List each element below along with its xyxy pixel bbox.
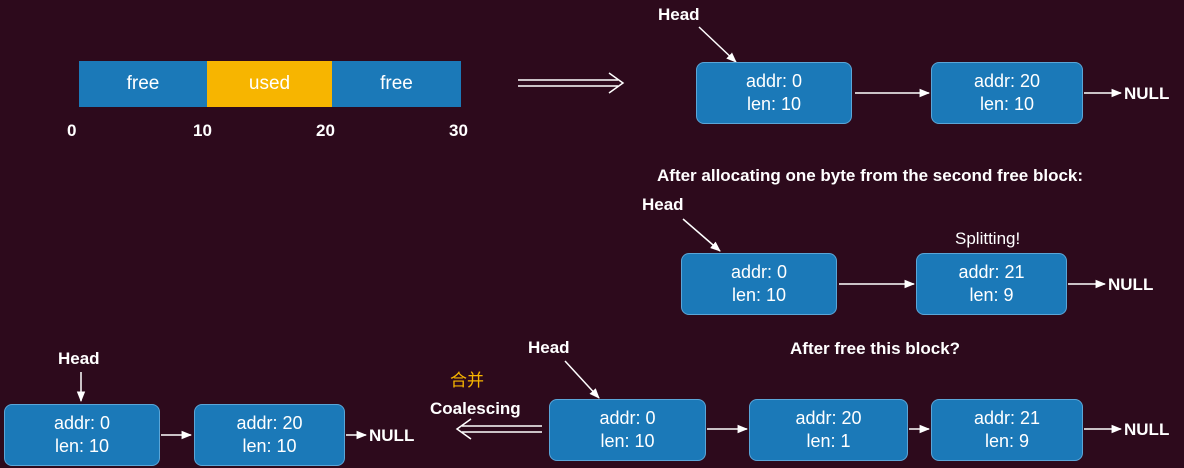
node-len: len: 10 [746,94,802,114]
node-len: len: 1 [806,431,851,451]
section3-node-1: addr: 0 len: 10 [549,399,706,461]
node-addr: addr: 0 [745,71,803,91]
coalescing-arrow [455,418,542,440]
node-len: len: 10 [979,94,1035,114]
result-node-2: addr: 20 len: 10 [194,404,345,466]
node-len: len: 10 [731,285,787,305]
section3-node-3: addr: 21 len: 9 [931,399,1083,461]
segment-free-2: free [332,61,461,107]
node-len: len: 10 [54,436,110,456]
section3-caption: After free this block? [790,339,961,358]
node-addr: addr: 20 [236,413,303,433]
head-pointer-1 [698,26,737,63]
tick-20: 20 [316,121,335,140]
list1-node-2: addr: 20 len: 10 [931,62,1083,124]
head-label-4: Head [58,349,100,368]
node-addr: addr: 20 [973,71,1041,91]
segment-free-1: free [79,61,207,107]
splitting-note: Splitting! [955,229,1021,248]
node-len: len: 9 [984,431,1030,451]
node-addr: addr: 20 [795,408,862,428]
node-len: len: 9 [969,285,1014,305]
coalescing-label: Coalescing [430,399,521,418]
head-label-2: Head [642,195,684,214]
result-node-1: addr: 0 len: 10 [4,404,160,466]
node-addr: addr: 21 [958,262,1025,282]
coalescing-chinese-label: 合并 [450,371,484,390]
node-addr: addr: 0 [730,262,788,282]
null-label-4: NULL [369,426,415,445]
head-label-3: Head [528,338,570,357]
node-addr: addr: 0 [599,408,656,428]
head-pointer-3 [564,360,600,399]
node-len: len: 10 [600,431,655,451]
node-len: len: 10 [242,436,297,456]
transform-arrow [518,72,625,94]
head-pointer-2 [682,218,721,252]
list1-node-1: addr: 0 len: 10 [696,62,852,124]
node-addr: addr: 0 [53,413,111,433]
section3-node-2: addr: 20 len: 1 [749,399,908,461]
null-label-1: NULL [1124,84,1170,103]
tick-10: 10 [193,121,212,140]
segment-used: used [207,61,332,107]
section2-node-1: addr: 0 len: 10 [681,253,837,315]
node-addr: addr: 21 [973,408,1041,428]
section2-node-2: addr: 21 len: 9 [916,253,1067,315]
section2-caption: After allocating one byte from the secon… [657,166,1084,185]
head-label-1: Head [658,5,700,24]
null-label-3: NULL [1124,420,1170,439]
tick-0: 0 [67,121,77,140]
tick-30: 30 [449,121,468,140]
null-label-2: NULL [1108,275,1154,294]
